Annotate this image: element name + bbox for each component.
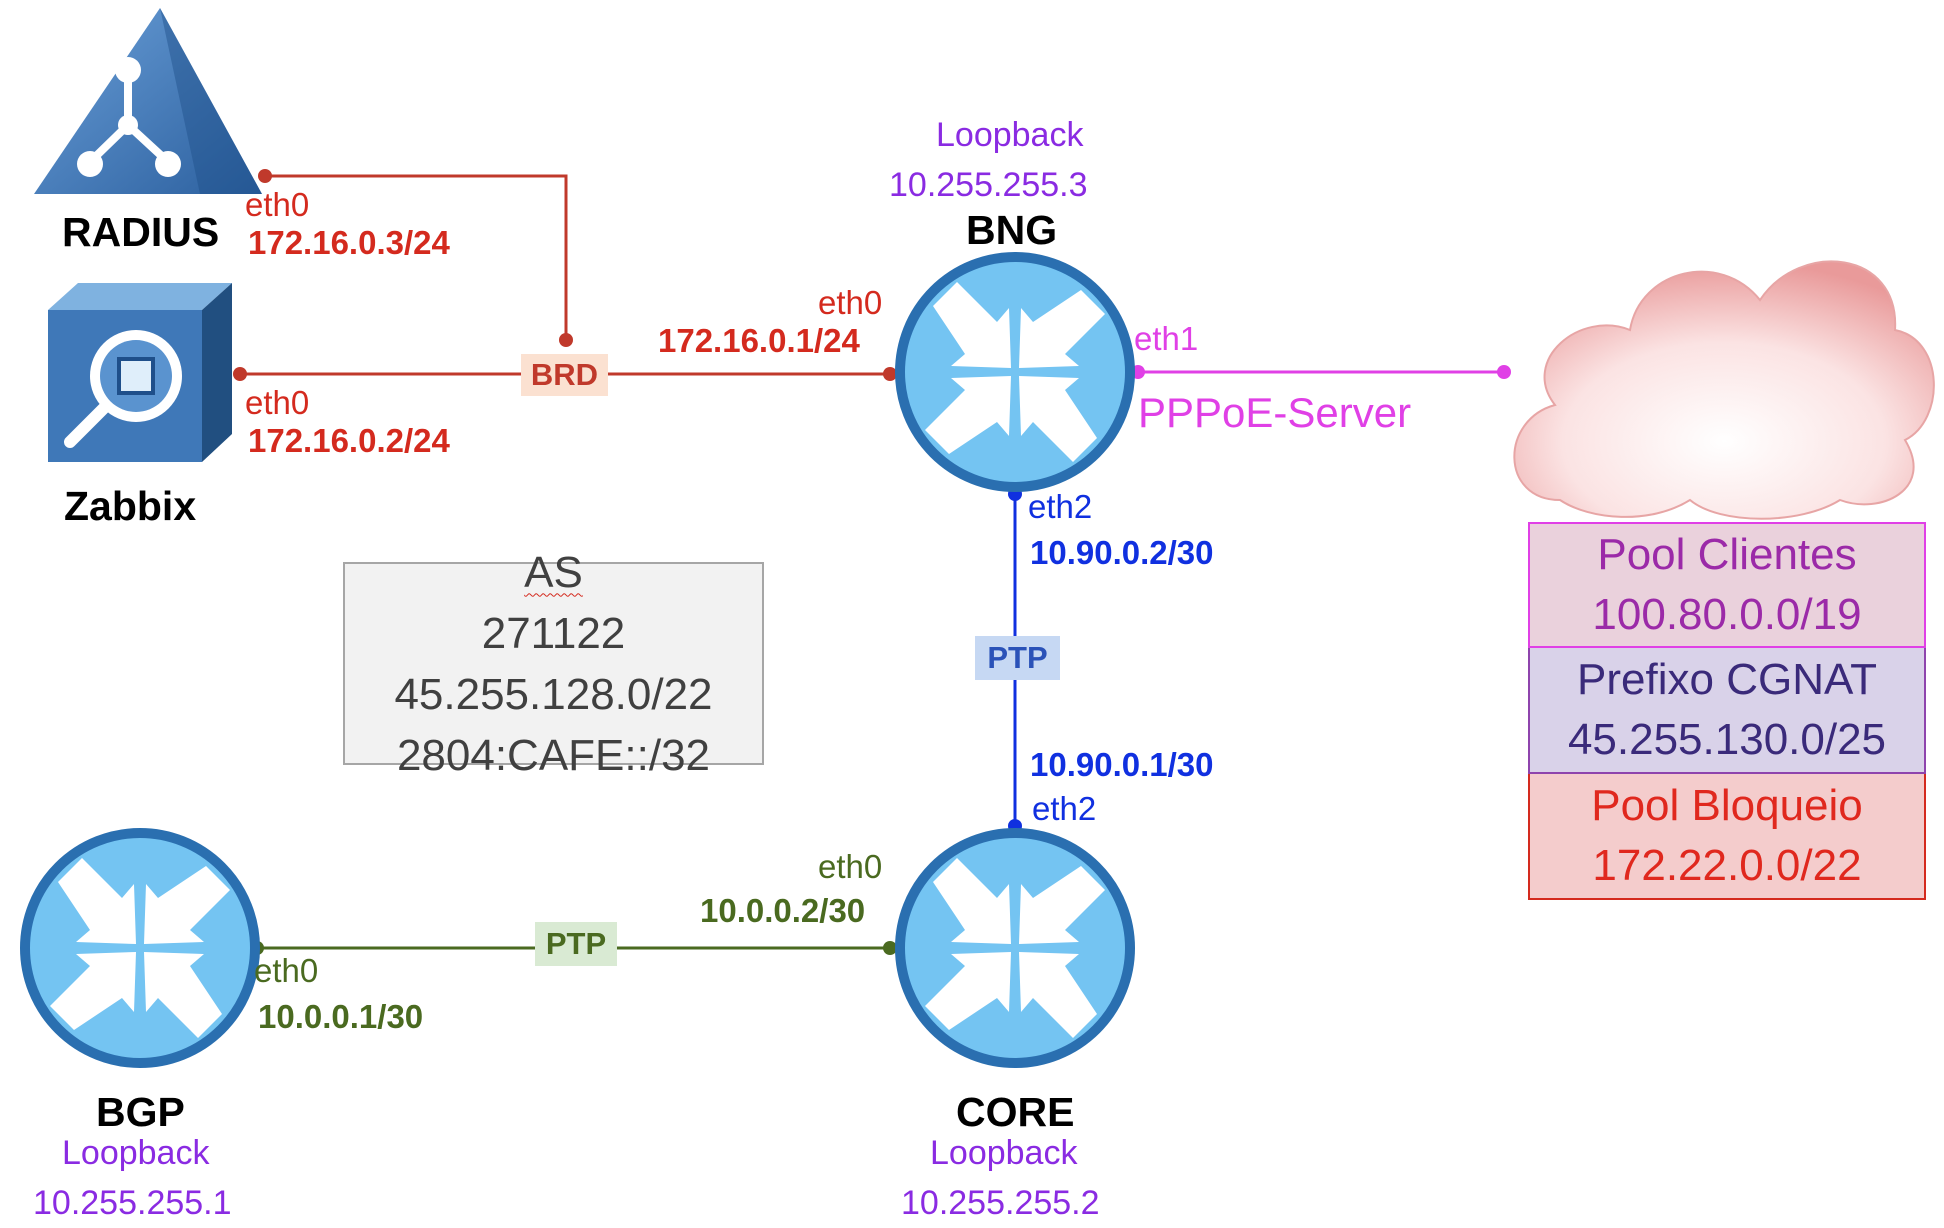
zabbix-name: Zabbix bbox=[64, 483, 197, 529]
radius-name: RADIUS bbox=[62, 209, 220, 255]
pool-prefix: 100.80.0.0/19 bbox=[1592, 590, 1862, 639]
port-cloud bbox=[1497, 365, 1511, 379]
pool-clientes: Pool Clientes 100.80.0.0/19 bbox=[1528, 522, 1926, 648]
pool-title: Prefixo CGNAT bbox=[1577, 655, 1877, 704]
core-router-icon bbox=[895, 828, 1135, 1068]
as-number-value: 271122 bbox=[481, 608, 626, 658]
bng-eth0-label: eth0 bbox=[818, 284, 883, 321]
core-eth2-label: eth2 bbox=[1032, 790, 1097, 827]
bng-eth1-label: eth1 bbox=[1134, 320, 1199, 357]
bng-eth0-ip: 172.16.0.1/24 bbox=[658, 322, 860, 359]
bng-loopback-label: Loopback bbox=[936, 116, 1084, 154]
as-ipv4-block: 45.255.128.0/22 bbox=[394, 669, 713, 719]
cloud-icon bbox=[1513, 260, 1935, 520]
port-zabbix-eth0 bbox=[233, 367, 247, 381]
as-ipv6-block: 2804:CAFE::/32 bbox=[396, 730, 711, 780]
bgp-eth0-label: eth0 bbox=[254, 952, 319, 989]
port-core-eth0 bbox=[883, 941, 897, 955]
pool-bloqueio: Pool Bloqueio 172.22.0.0/22 bbox=[1528, 774, 1926, 900]
bng-core-ptp-tag: PTP bbox=[975, 636, 1060, 680]
bng-eth1-role: PPPoE-Server bbox=[1138, 389, 1412, 436]
bgp-loopback-label: Loopback bbox=[62, 1134, 210, 1172]
radius-triangle-icon bbox=[34, 8, 262, 194]
bgp-router-icon bbox=[20, 828, 260, 1068]
bng-eth2-label: eth2 bbox=[1028, 488, 1093, 525]
monitoring-cube-icon bbox=[48, 283, 232, 462]
port-bridge-top bbox=[559, 333, 573, 347]
bng-eth2-ip: 10.90.0.2/30 bbox=[1030, 534, 1214, 571]
as-number: AS 271122 bbox=[482, 542, 626, 664]
bgp-name: BGP bbox=[96, 1089, 185, 1135]
pool-title: Pool Clientes bbox=[1597, 530, 1857, 579]
link-radius-bridge bbox=[265, 174, 568, 340]
core-eth0-ip: 10.0.0.2/30 bbox=[700, 892, 866, 929]
core-name: CORE bbox=[956, 1089, 1075, 1135]
pool-title: Pool Bloqueio bbox=[1591, 781, 1863, 830]
core-eth2-ip: 10.90.0.1/30 bbox=[1030, 746, 1214, 783]
bgp-loopback-ip: 10.255.255.1 bbox=[33, 1184, 232, 1222]
port-radius-eth0 bbox=[258, 169, 272, 183]
radius-eth0-label: eth0 bbox=[245, 186, 310, 223]
bng-name: BNG bbox=[966, 207, 1058, 253]
radius-eth0-ip: 172.16.0.3/24 bbox=[248, 224, 450, 261]
as-info-box: AS 271122 45.255.128.0/22 2804:CAFE::/32 bbox=[343, 548, 764, 780]
bng-router-icon bbox=[895, 252, 1135, 492]
pool-prefix: 172.22.0.0/22 bbox=[1592, 841, 1862, 890]
zabbix-eth0-label: eth0 bbox=[245, 384, 310, 421]
bridge-tag: BRD bbox=[521, 354, 608, 396]
zabbix-eth0-ip: 172.16.0.2/24 bbox=[248, 422, 450, 459]
pool-cgnat: Prefixo CGNAT 45.255.130.0/25 bbox=[1528, 648, 1926, 774]
bng-loopback-ip: 10.255.255.3 bbox=[889, 166, 1088, 204]
core-bgp-ptp-tag: PTP bbox=[535, 922, 617, 966]
port-bng-eth0 bbox=[883, 367, 897, 381]
core-eth0-label: eth0 bbox=[818, 848, 883, 885]
pools-table: Pool Clientes 100.80.0.0/19 Prefixo CGNA… bbox=[1528, 522, 1926, 900]
bgp-eth0-ip: 10.0.0.1/30 bbox=[258, 998, 424, 1035]
core-loopback-label: Loopback bbox=[930, 1134, 1078, 1172]
core-loopback-ip: 10.255.255.2 bbox=[901, 1184, 1100, 1222]
as-prefix: AS bbox=[524, 547, 583, 597]
pool-prefix: 45.255.130.0/25 bbox=[1567, 715, 1887, 764]
